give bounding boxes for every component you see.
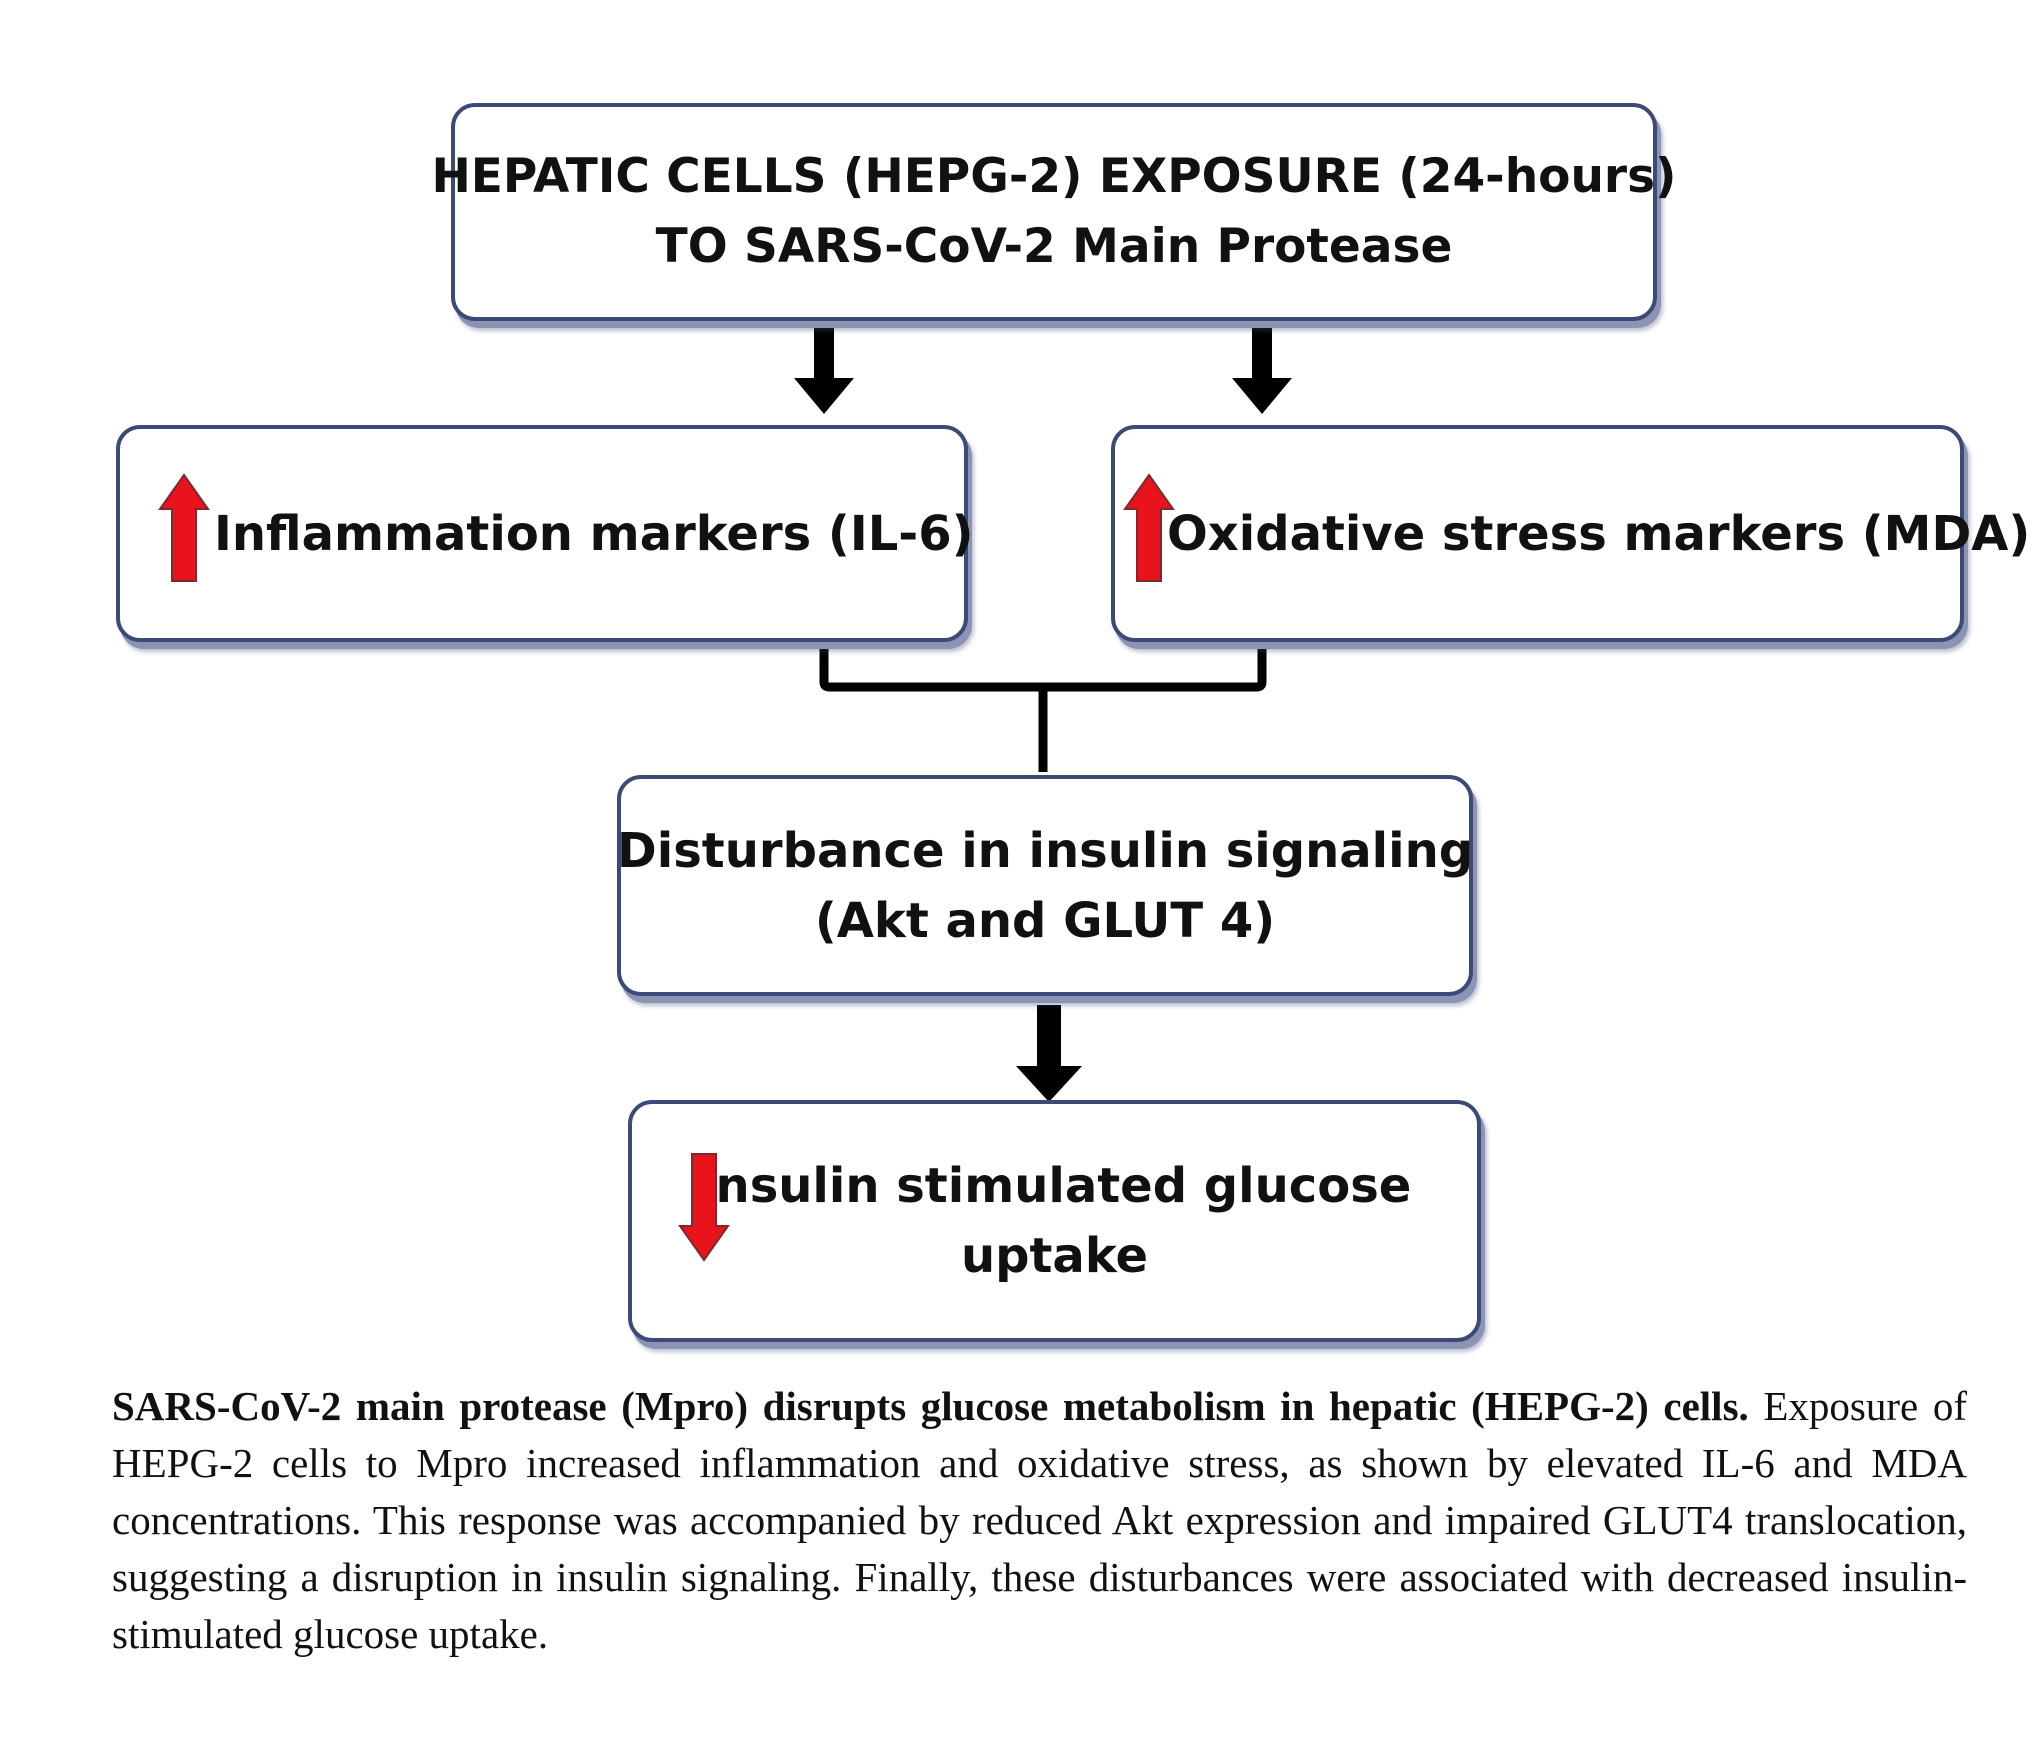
glucose-uptake-line-1: Insulin stimulated glucose: [697, 1158, 1412, 1214]
glucose-uptake-box: Insulin stimulated glucose uptake: [628, 1100, 1481, 1342]
down-arrow-to-oxidative: [1232, 326, 1292, 414]
up-arrow-icon: [158, 473, 210, 582]
down-arrow-to-glucose-uptake: [1016, 1005, 1082, 1102]
caption-body: Exposure of HEPG-2 cells to Mpro increas…: [112, 1383, 1967, 1657]
merge-bracket: [819, 646, 1267, 692]
exposure-box: HEPATIC CELLS (HEPG-2) EXPOSURE (24-hour…: [431, 103, 1677, 321]
insulin-signaling-box: Disturbance in insulin signaling (Akt an…: [617, 775, 1473, 996]
exposure-line-2: TO SARS-CoV-2 Main Protease: [655, 219, 1453, 274]
oxidative-stress-label: Oxidative stress markers (MDA): [1167, 505, 2031, 562]
inflammation-label: Inflammation markers (IL-6): [214, 505, 974, 562]
oxidative-stress-box: Oxidative stress markers (MDA): [1111, 425, 2030, 642]
exposure-line-1: HEPATIC CELLS (HEPG-2) EXPOSURE (24-hour…: [431, 149, 1677, 204]
glucose-uptake-line-2: uptake: [960, 1228, 1149, 1284]
up-arrow-icon: [1123, 473, 1175, 582]
insulin-signaling-line-1: Disturbance in insulin signaling: [616, 822, 1474, 879]
down-arrow-to-inflammation: [794, 326, 854, 414]
inflammation-box: Inflammation markers (IL-6): [116, 425, 974, 642]
insulin-signaling-line-2: (Akt and GLUT 4): [814, 892, 1276, 949]
caption-title: SARS-CoV-2 main protease (Mpro) disrupts…: [112, 1383, 1749, 1429]
figure-caption: SARS-CoV-2 main protease (Mpro) disrupts…: [112, 1378, 1967, 1663]
down-arrow-icon: [678, 1153, 730, 1262]
